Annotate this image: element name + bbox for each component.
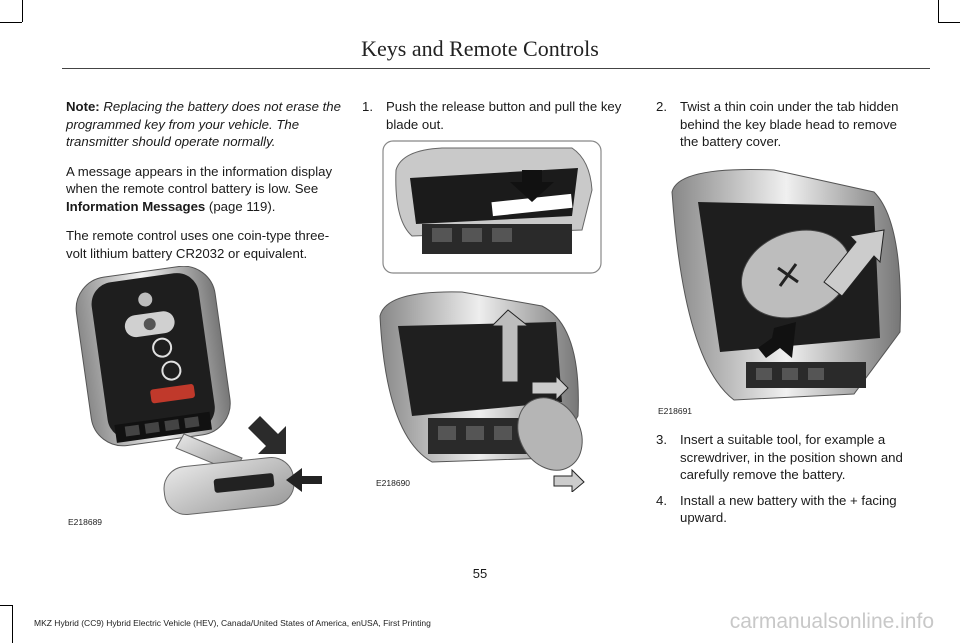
message-text: A message appears in the information dis…	[66, 163, 333, 197]
message-page-ref: (page 119).	[208, 198, 276, 214]
message-paragraph: A message appears in the information dis…	[66, 163, 341, 216]
release-button-inset	[382, 140, 602, 274]
crop-mark	[938, 22, 960, 23]
step-1: 1. Push the release button and pull the …	[362, 98, 632, 133]
crop-mark	[0, 22, 22, 23]
step-number: 3.	[656, 432, 667, 447]
step-text: Twist a thin coin under the tab hidden b…	[680, 99, 899, 149]
right-column-top: 2. Twist a thin coin under the tab hidde…	[656, 98, 918, 151]
watermark: carmanualsonline.info	[729, 610, 934, 633]
step-text: Install a new battery with the + facing …	[680, 492, 897, 526]
crop-mark	[938, 0, 939, 22]
step-number: 1.	[362, 99, 373, 114]
note-paragraph: Note: Replacing the battery does not era…	[66, 98, 341, 151]
print-info: MKZ Hybrid (CC9) Hybrid Electric Vehicle…	[34, 618, 431, 628]
page-title: Keys and Remote Controls	[361, 36, 599, 61]
figure-code: E218690	[376, 478, 410, 488]
step-3: 3. Insert a suitable tool, for example a…	[656, 431, 920, 484]
figure-code: E218689	[68, 517, 102, 527]
middle-column: 1. Push the release button and pull the …	[362, 98, 632, 133]
step-4: 4. Install a new battery with the + faci…	[656, 492, 920, 527]
crop-mark	[12, 605, 13, 643]
header-divider	[62, 68, 930, 69]
left-column: Note: Replacing the battery does not era…	[66, 98, 341, 274]
information-messages-link[interactable]: Information Messages	[66, 198, 206, 214]
step-text: Insert a suitable tool, for example a sc…	[680, 432, 903, 482]
note-label: Note:	[66, 99, 100, 114]
note-text: Replacing the battery does not erase the…	[66, 99, 341, 149]
step-2: 2. Twist a thin coin under the tab hidde…	[656, 98, 918, 151]
page-number: 55	[472, 566, 488, 581]
fob-open-illustration: E218690	[376, 291, 585, 492]
step-number: 2.	[656, 99, 667, 114]
battery-text: The remote control uses one coin-type th…	[66, 228, 330, 261]
key-fob-illustration: E218689	[68, 266, 322, 527]
crop-mark	[22, 0, 23, 22]
right-column-bottom: 3. Insert a suitable tool, for example a…	[656, 431, 920, 527]
battery-cover-illustration: E218691	[658, 169, 901, 416]
battery-paragraph: The remote control uses one coin-type th…	[66, 227, 341, 262]
step-text: Push the release button and pull the key…	[386, 99, 622, 132]
figure-code: E218691	[658, 406, 692, 416]
step-number: 4.	[656, 492, 667, 508]
crop-mark	[0, 605, 12, 606]
